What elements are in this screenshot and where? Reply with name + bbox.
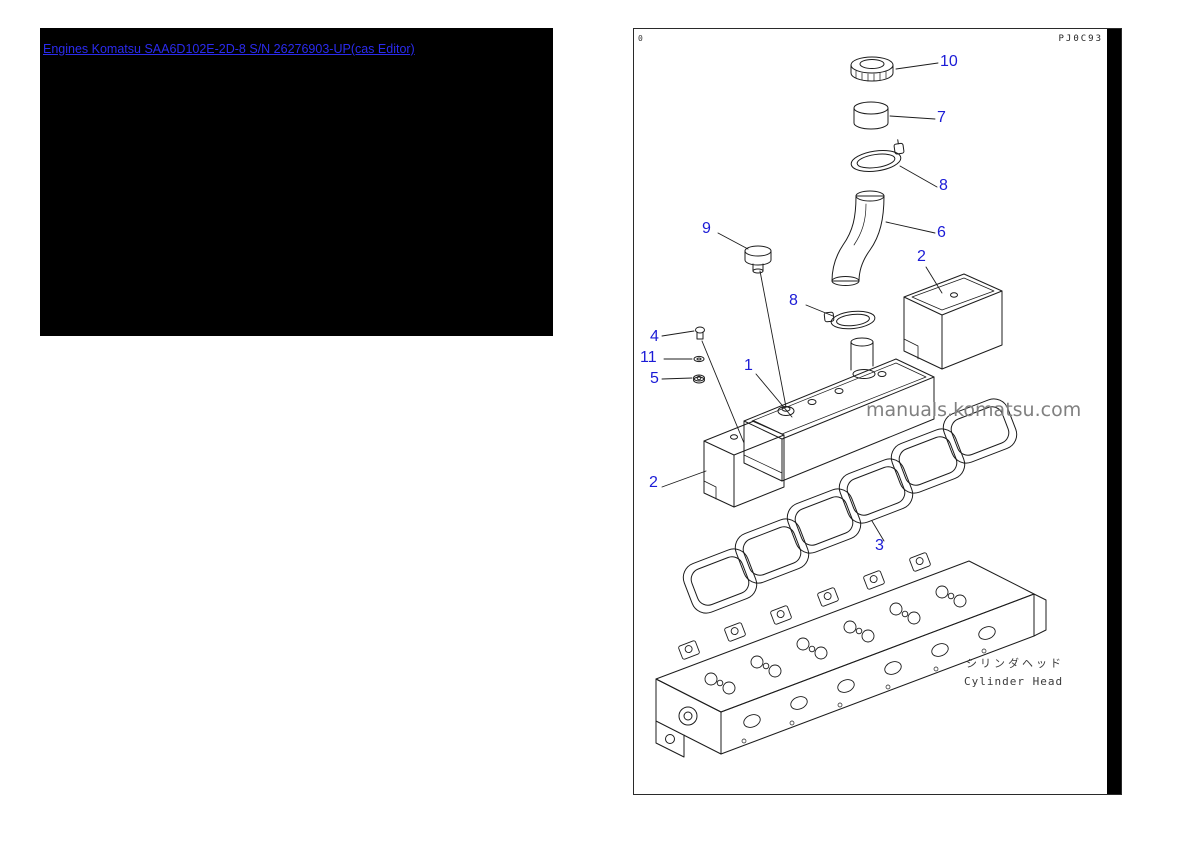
cylinder-head — [655, 552, 1047, 758]
part-4-bolt — [695, 326, 705, 340]
filler-neck — [850, 337, 874, 371]
caption-english: Cylinder Head — [964, 675, 1064, 688]
part-2-cover-right — [903, 273, 1003, 370]
part-8-clamp-lower — [823, 310, 876, 330]
part-9-cap — [744, 245, 772, 274]
part-label-7[interactable]: 7 — [937, 109, 946, 126]
right-black-bar — [1107, 29, 1121, 794]
part-label-1[interactable]: 1 — [744, 357, 753, 374]
part-label-8-lower[interactable]: 8 — [789, 292, 798, 309]
part-3-gaskets — [682, 398, 1018, 614]
part-label-10[interactable]: 10 — [940, 53, 958, 70]
black-panel: Engines Komatsu SAA6D102E-2D-8 S/N 26276… — [40, 28, 553, 336]
sheet-number: 0 — [638, 34, 643, 43]
engine-diagram-svg — [655, 56, 1047, 758]
part-11-washer — [693, 355, 705, 363]
part-6-tube — [831, 190, 885, 286]
part-2-cover-left — [703, 420, 785, 508]
figure-code: PJ0C93 — [1058, 34, 1103, 44]
part-label-5[interactable]: 5 — [650, 370, 659, 387]
diagram-frame: 0 PJ0C93 manuals.komatsu.com シリンダヘッド Cyl… — [633, 28, 1122, 795]
part-8-clamp-upper — [850, 139, 905, 172]
part-label-11[interactable]: 11 — [640, 349, 657, 366]
part-label-6[interactable]: 6 — [937, 224, 946, 241]
part-label-2-right[interactable]: 2 — [917, 248, 926, 265]
part-label-8-upper[interactable]: 8 — [939, 177, 948, 194]
part-label-2-left[interactable]: 2 — [649, 474, 658, 491]
part-5-washer — [693, 374, 705, 384]
watermark: manuals.komatsu.com — [866, 399, 1082, 421]
part-10-cap — [850, 56, 894, 82]
part-label-9[interactable]: 9 — [702, 220, 711, 237]
part-label-4[interactable]: 4 — [650, 328, 659, 345]
caption-japanese: シリンダヘッド — [966, 657, 1064, 670]
title-link[interactable]: Engines Komatsu SAA6D102E-2D-8 S/N 26276… — [43, 42, 415, 56]
part-7-sleeve — [853, 101, 889, 130]
part-label-3[interactable]: 3 — [875, 537, 884, 554]
leader-lines — [661, 62, 943, 542]
